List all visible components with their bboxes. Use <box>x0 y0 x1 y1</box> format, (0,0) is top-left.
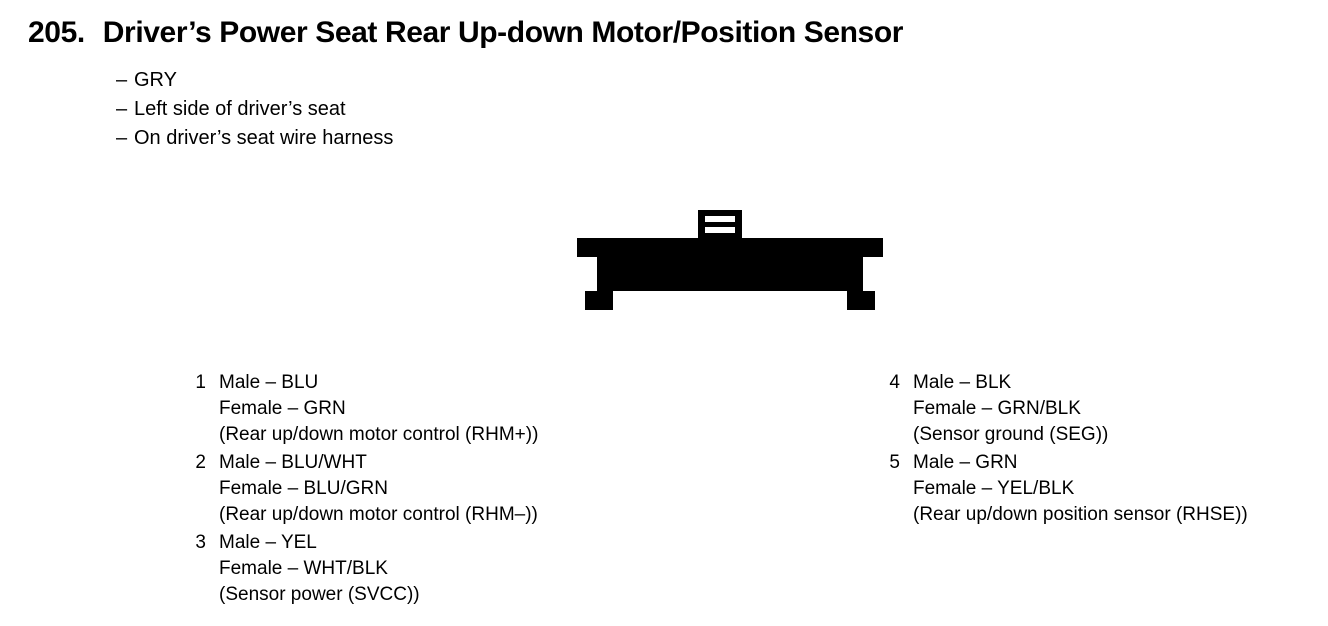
pin-lines: Male – GRN Female – YEL/BLK (Rear up/dow… <box>913 450 1324 528</box>
connector-pin-number-5: 5 <box>825 256 836 277</box>
subtitle-item: –GRY <box>116 66 393 95</box>
connector-outline-svg: 1 2 3 4 5 <box>577 210 883 310</box>
pin-lines: Male – BLK Female – GRN/BLK (Sensor grou… <box>913 370 1324 448</box>
pin-description-list-right: 4 Male – BLK Female – GRN/BLK (Sensor gr… <box>884 370 1324 530</box>
subtitle-item: –Left side of driver’s seat <box>116 95 393 124</box>
subtitle-item: –On driver’s seat wire harness <box>116 124 393 153</box>
pin-entry: 1 Male – BLU Female – GRN (Rear up/down … <box>190 370 620 448</box>
page-title-row: 205. Driver’s Power Seat Rear Up-down Mo… <box>28 16 903 50</box>
pin-entry: 2 Male – BLU/WHT Female – BLU/GRN (Rear … <box>190 450 620 528</box>
pin-function: (Sensor power (SVCC)) <box>219 584 420 605</box>
pin-lines: Male – YEL Female – WHT/BLK (Sensor powe… <box>219 530 620 608</box>
dash-bullet-icon: – <box>116 127 128 149</box>
pin-female-wire: Female – BLU/GRN <box>219 478 388 499</box>
connector-pin-number-3: 3 <box>725 256 736 277</box>
pin-lines: Male – BLU Female – GRN (Rear up/down mo… <box>219 370 620 448</box>
pin-entry: 4 Male – BLK Female – GRN/BLK (Sensor gr… <box>884 370 1324 448</box>
pin-male-wire: Male – BLU <box>219 372 319 393</box>
dash-bullet-icon: – <box>116 98 128 120</box>
pin-function: (Sensor ground (SEG)) <box>913 424 1109 445</box>
pin-male-wire: Male – BLK <box>913 372 1012 393</box>
pin-function: (Rear up/down motor control (RHM+)) <box>219 424 539 445</box>
pin-index: 3 <box>195 532 206 553</box>
subtitle-text: Left side of driver’s seat <box>134 98 346 120</box>
pin-index: 2 <box>195 452 206 473</box>
page-title: Driver’s Power Seat Rear Up-down Motor/P… <box>102 16 904 49</box>
subtitle-text: On driver’s seat wire harness <box>134 127 394 149</box>
pin-female-wire: Female – GRN <box>219 398 346 419</box>
pin-function: (Rear up/down position sensor (RHSE)) <box>913 504 1248 525</box>
pin-female-wire: Female – WHT/BLK <box>219 558 388 579</box>
subtitle-text: GRY <box>134 69 177 91</box>
connector-latch-tab <box>698 210 742 245</box>
pin-index: 5 <box>889 452 900 473</box>
pin-description-list-left: 1 Male – BLU Female – GRN (Rear up/down … <box>190 370 620 610</box>
connector-pin-number-4: 4 <box>772 256 783 277</box>
connector-pin-number-1: 1 <box>622 256 633 277</box>
connector-pin-number-2: 2 <box>675 256 686 277</box>
subtitle-list: –GRY –Left side of driver’s seat –On dri… <box>116 66 393 153</box>
dash-bullet-icon: – <box>116 69 128 91</box>
connector-pinout-diagram: 1 2 3 4 5 <box>560 195 900 330</box>
pin-female-wire: Female – GRN/BLK <box>913 398 1081 419</box>
pin-function: (Rear up/down motor control (RHM–)) <box>219 504 538 525</box>
connector-pin-dividers <box>653 245 807 291</box>
pin-index: 4 <box>889 372 900 393</box>
pin-male-wire: Male – BLU/WHT <box>219 452 367 473</box>
pin-female-wire: Female – YEL/BLK <box>913 478 1075 499</box>
pin-male-wire: Male – GRN <box>913 452 1018 473</box>
pin-entry: 5 Male – GRN Female – YEL/BLK (Rear up/d… <box>884 450 1324 528</box>
pin-entry: 3 Male – YEL Female – WHT/BLK (Sensor po… <box>190 530 620 608</box>
pin-male-wire: Male – YEL <box>219 532 317 553</box>
pin-lines: Male – BLU/WHT Female – BLU/GRN (Rear up… <box>219 450 620 528</box>
pin-index: 1 <box>195 372 206 393</box>
section-number: 205. <box>28 16 85 49</box>
